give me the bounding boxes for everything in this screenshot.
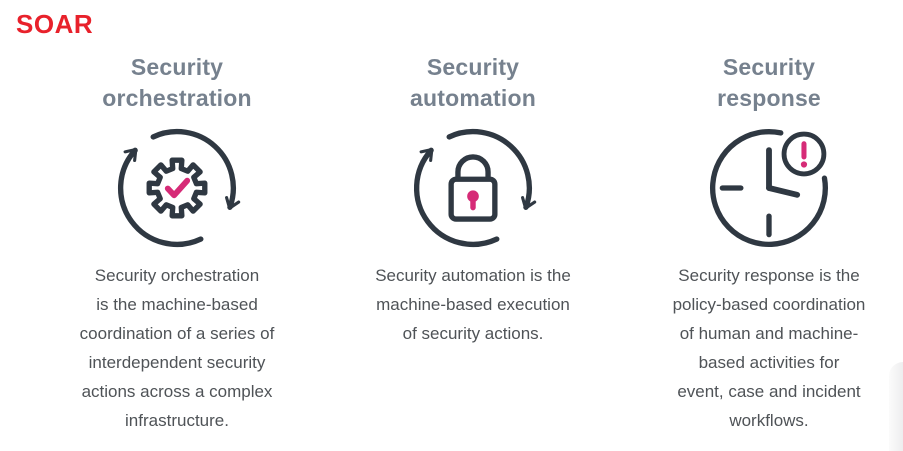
keyhole-icon [467,190,479,203]
column-heading: Security response [717,54,821,111]
columns: Security orchestration [29,52,903,435]
alert-badge-icon [781,131,827,177]
checkmark-icon [164,177,191,199]
cycle-arrows-icon [117,128,241,248]
cycle-gear-check-icon [107,121,247,255]
column-heading: Security automation [410,54,536,111]
clock-alert-icon [699,121,839,255]
column-heading: Security orchestration [102,54,252,111]
padlock-icon [448,154,498,222]
page-title: SOAR [16,9,94,39]
column-security-response: Security response [621,52,903,435]
column-description: Security response is the policy-based co… [672,266,866,430]
partial-card-edge [889,362,903,451]
clock-face-icon [709,129,828,248]
column-security-automation: Security automation Security automation … [325,52,621,435]
column-security-orchestration: Security orchestration [29,52,325,435]
column-description: Security automation is the machine-based… [375,266,571,343]
cycle-lock-icon [403,121,543,255]
column-description: Security orchestration is the machine-ba… [79,266,275,430]
